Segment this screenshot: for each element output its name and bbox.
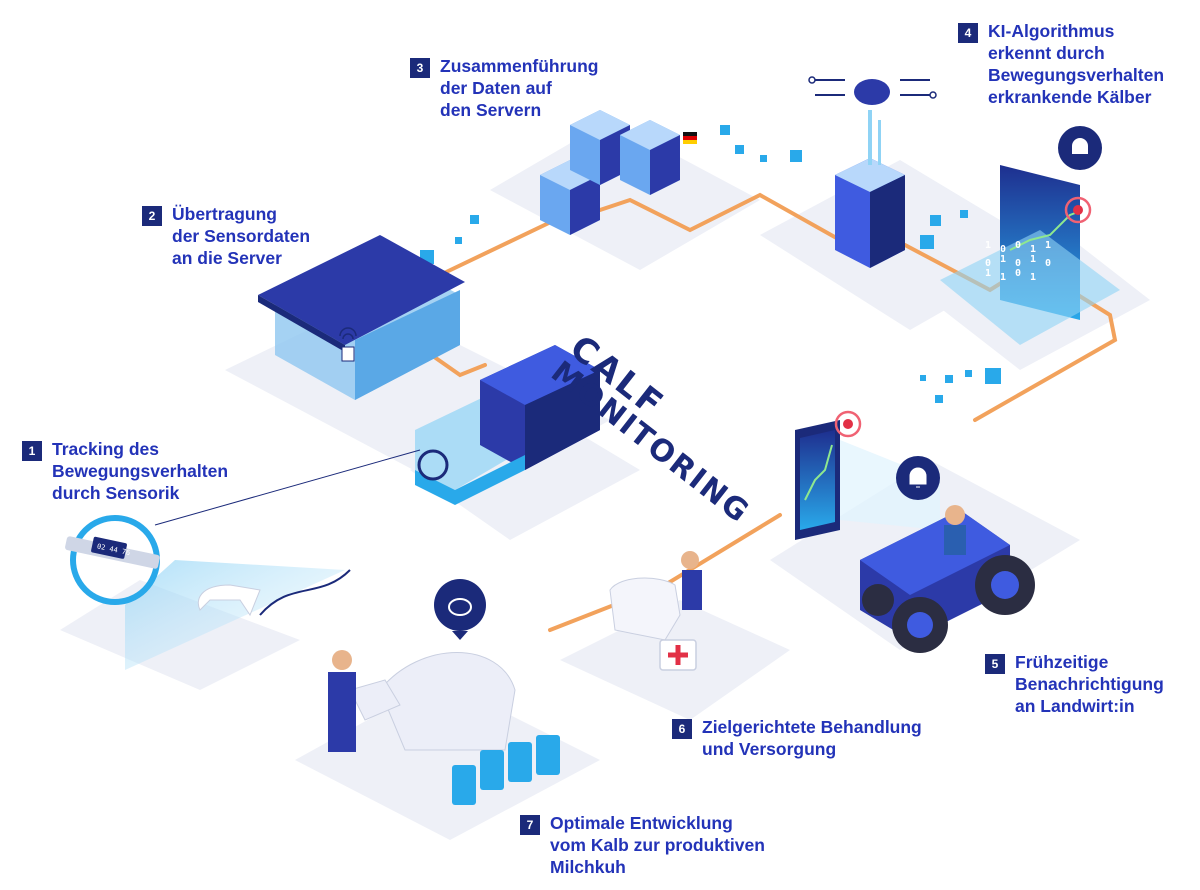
barn-building <box>258 235 465 400</box>
binary-digit: 1 <box>1030 254 1036 265</box>
smartphone-alert <box>795 410 940 540</box>
binary-digit: 0 <box>1000 244 1006 255</box>
vet-treating-calf <box>609 551 702 671</box>
binary-digit: 0 <box>985 258 991 269</box>
alarm-light-icon <box>1058 126 1102 170</box>
wifi-icon <box>339 327 357 340</box>
tractor-with-farmer <box>860 505 1035 653</box>
step-2-number: 2 <box>142 206 162 226</box>
step-5-number: 5 <box>985 654 1005 674</box>
binary-digit: 1 <box>1030 272 1036 283</box>
first-aid-kit-icon <box>659 639 697 671</box>
target-pin-icon <box>834 410 862 438</box>
sensor-tracking: 02 44 76 <box>65 449 421 670</box>
ai-server-tower <box>808 76 937 268</box>
binary-digit: 1 <box>985 240 991 251</box>
piggy-bank-icon <box>434 579 486 640</box>
step-1-number: 1 <box>22 441 42 461</box>
dairy-cow-farmer <box>328 579 560 805</box>
calf-hutch <box>415 345 600 505</box>
binary-digit: 0 <box>1015 240 1021 251</box>
binary-digit: 1 <box>1000 272 1006 283</box>
binary-digit: 0 <box>1015 268 1021 279</box>
server-stacks <box>540 110 697 235</box>
step-3-number: 3 <box>410 58 430 78</box>
brain-cloud-icon <box>808 76 937 105</box>
step-4-number: 4 <box>958 23 978 43</box>
milk-cans <box>452 735 560 805</box>
binary-digit: 1 <box>1030 244 1036 255</box>
binary-digit: 1 <box>985 268 991 279</box>
german-flag-icon <box>683 132 697 144</box>
binary-digit: 1 <box>1045 240 1051 251</box>
bell-icon <box>896 456 940 500</box>
binary-digit: 1 <box>1000 254 1006 265</box>
binary-digit: 0 <box>1015 258 1021 269</box>
binary-digit: 0 <box>1045 258 1051 269</box>
step-6-number: 6 <box>672 719 692 739</box>
step-7-number: 7 <box>520 815 540 835</box>
